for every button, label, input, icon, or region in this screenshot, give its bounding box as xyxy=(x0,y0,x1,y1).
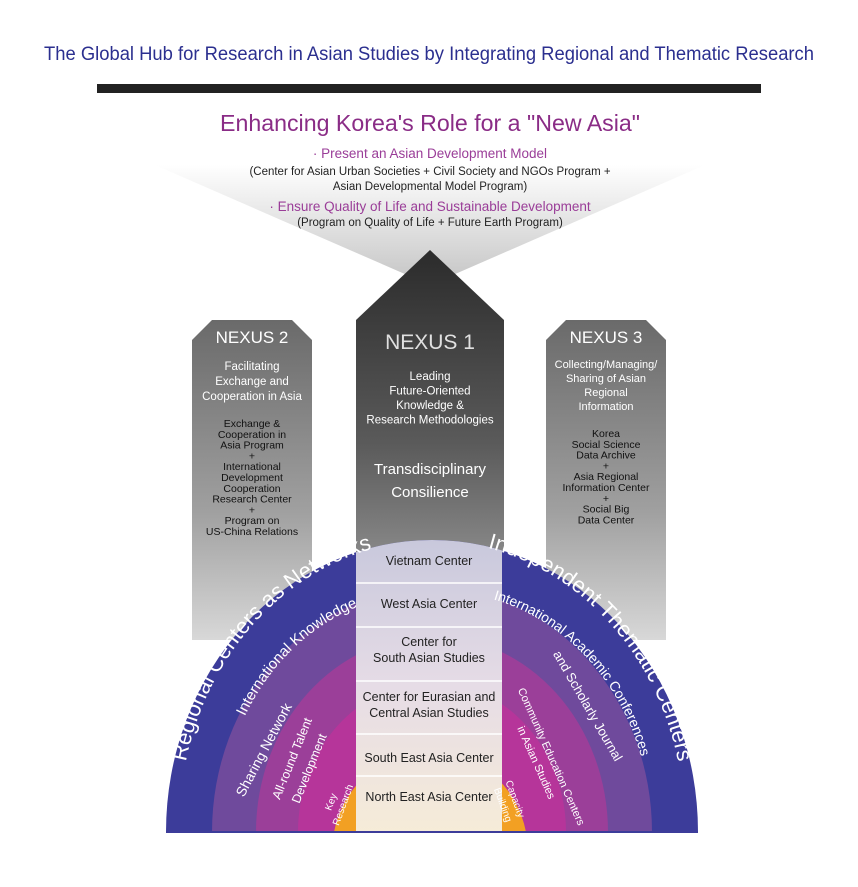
center-south-asian-2: South Asian Studies xyxy=(373,651,485,665)
nexus3-program-line: + xyxy=(603,460,609,472)
center-south-asian-1: Center for xyxy=(401,635,457,649)
nexus2-program-line: Cooperation xyxy=(223,483,280,495)
nexus2-program-line: Development xyxy=(221,472,283,484)
vision-title: Enhancing Korea's Role for a "New Asia" xyxy=(220,110,640,136)
nexus3-program-line: Social Big xyxy=(583,504,630,516)
goal2-title: · Ensure Quality of Life and Sustainable… xyxy=(269,199,590,214)
nexus3-desc-line: Sharing of Asian xyxy=(566,373,646,385)
nexus3-program-line: Information Center xyxy=(563,482,650,494)
nexus2-program-line: Asia Program xyxy=(220,440,284,452)
goal1-title: · Present an Asian Development Model xyxy=(313,146,547,161)
nexus2-program-line: Exchange & xyxy=(224,418,281,430)
center-west-asia: West Asia Center xyxy=(381,597,477,611)
nexus3-desc-line: Regional xyxy=(584,387,627,399)
nexus1-desc-line: Future-Oriented xyxy=(389,386,470,398)
nexus3-description: Collecting/Managing/Sharing of AsianRegi… xyxy=(555,359,659,413)
center-south-east-asia: South East Asia Center xyxy=(364,751,493,765)
center-eurasian-1: Center for Eurasian and xyxy=(363,690,496,704)
nexus1-core-line: Transdisciplinary xyxy=(374,461,486,478)
nexus3-desc-line: Information xyxy=(578,401,633,413)
nexus3-program-line: Asia Regional xyxy=(574,471,639,483)
nexus2-program-line: + xyxy=(249,450,255,462)
nexus1-desc-line: Research Methodologies xyxy=(366,415,493,427)
nexus3-program-line: Korea xyxy=(592,428,620,440)
nexus3-program-line: Social Science xyxy=(572,439,641,451)
nexus3-program-line: + xyxy=(603,493,609,505)
nexus3-desc-line: Collecting/Managing/ xyxy=(555,359,659,371)
nexus1-title: NEXUS 1 xyxy=(385,331,475,354)
nexus2-program-line: US-China Relations xyxy=(206,526,298,538)
header-divider xyxy=(97,84,761,93)
nexus2-desc-line: Exchange and xyxy=(215,376,289,388)
nexus3-program-line: Data Center xyxy=(578,514,635,526)
nexus2-program-line: Program on xyxy=(225,515,280,527)
header-title: The Global Hub for Research in Asian Stu… xyxy=(44,44,814,65)
center-column xyxy=(356,540,502,832)
center-vietnam: Vietnam Center xyxy=(386,554,473,568)
nexus3-title: NEXUS 3 xyxy=(570,328,643,347)
nexus3-pillar xyxy=(546,320,666,640)
nexus1-core-line: Consilience xyxy=(391,484,469,501)
center-north-east-asia: North East Asia Center xyxy=(365,790,492,804)
nexus2-pillar xyxy=(192,320,312,640)
nexus2-program-line: + xyxy=(249,504,255,516)
nexus3-program-line: Data Archive xyxy=(576,450,636,462)
nexus2-desc-line: Facilitating xyxy=(225,361,280,373)
nexus2-desc-line: Cooperation in Asia xyxy=(202,391,302,403)
goal1-line1: (Center for Asian Urban Societies + Civi… xyxy=(249,166,610,178)
nexus1-pillar xyxy=(356,250,504,600)
vision-beam xyxy=(155,165,705,285)
nexus2-program-line: Research Center xyxy=(212,494,292,506)
center-eurasian-2: Central Asian Studies xyxy=(369,706,489,720)
nexus1-desc-line: Knowledge & xyxy=(396,400,464,412)
nexus2-title: NEXUS 2 xyxy=(216,328,289,347)
goal2-line1: (Program on Quality of Life + Future Ear… xyxy=(297,217,563,229)
goal1-line2: Asian Developmental Model Program) xyxy=(333,181,527,193)
nexus1-desc-line: Leading xyxy=(410,371,451,383)
nexus2-program-line: Cooperation in xyxy=(218,429,286,441)
nexus2-program-line: International xyxy=(223,461,281,473)
